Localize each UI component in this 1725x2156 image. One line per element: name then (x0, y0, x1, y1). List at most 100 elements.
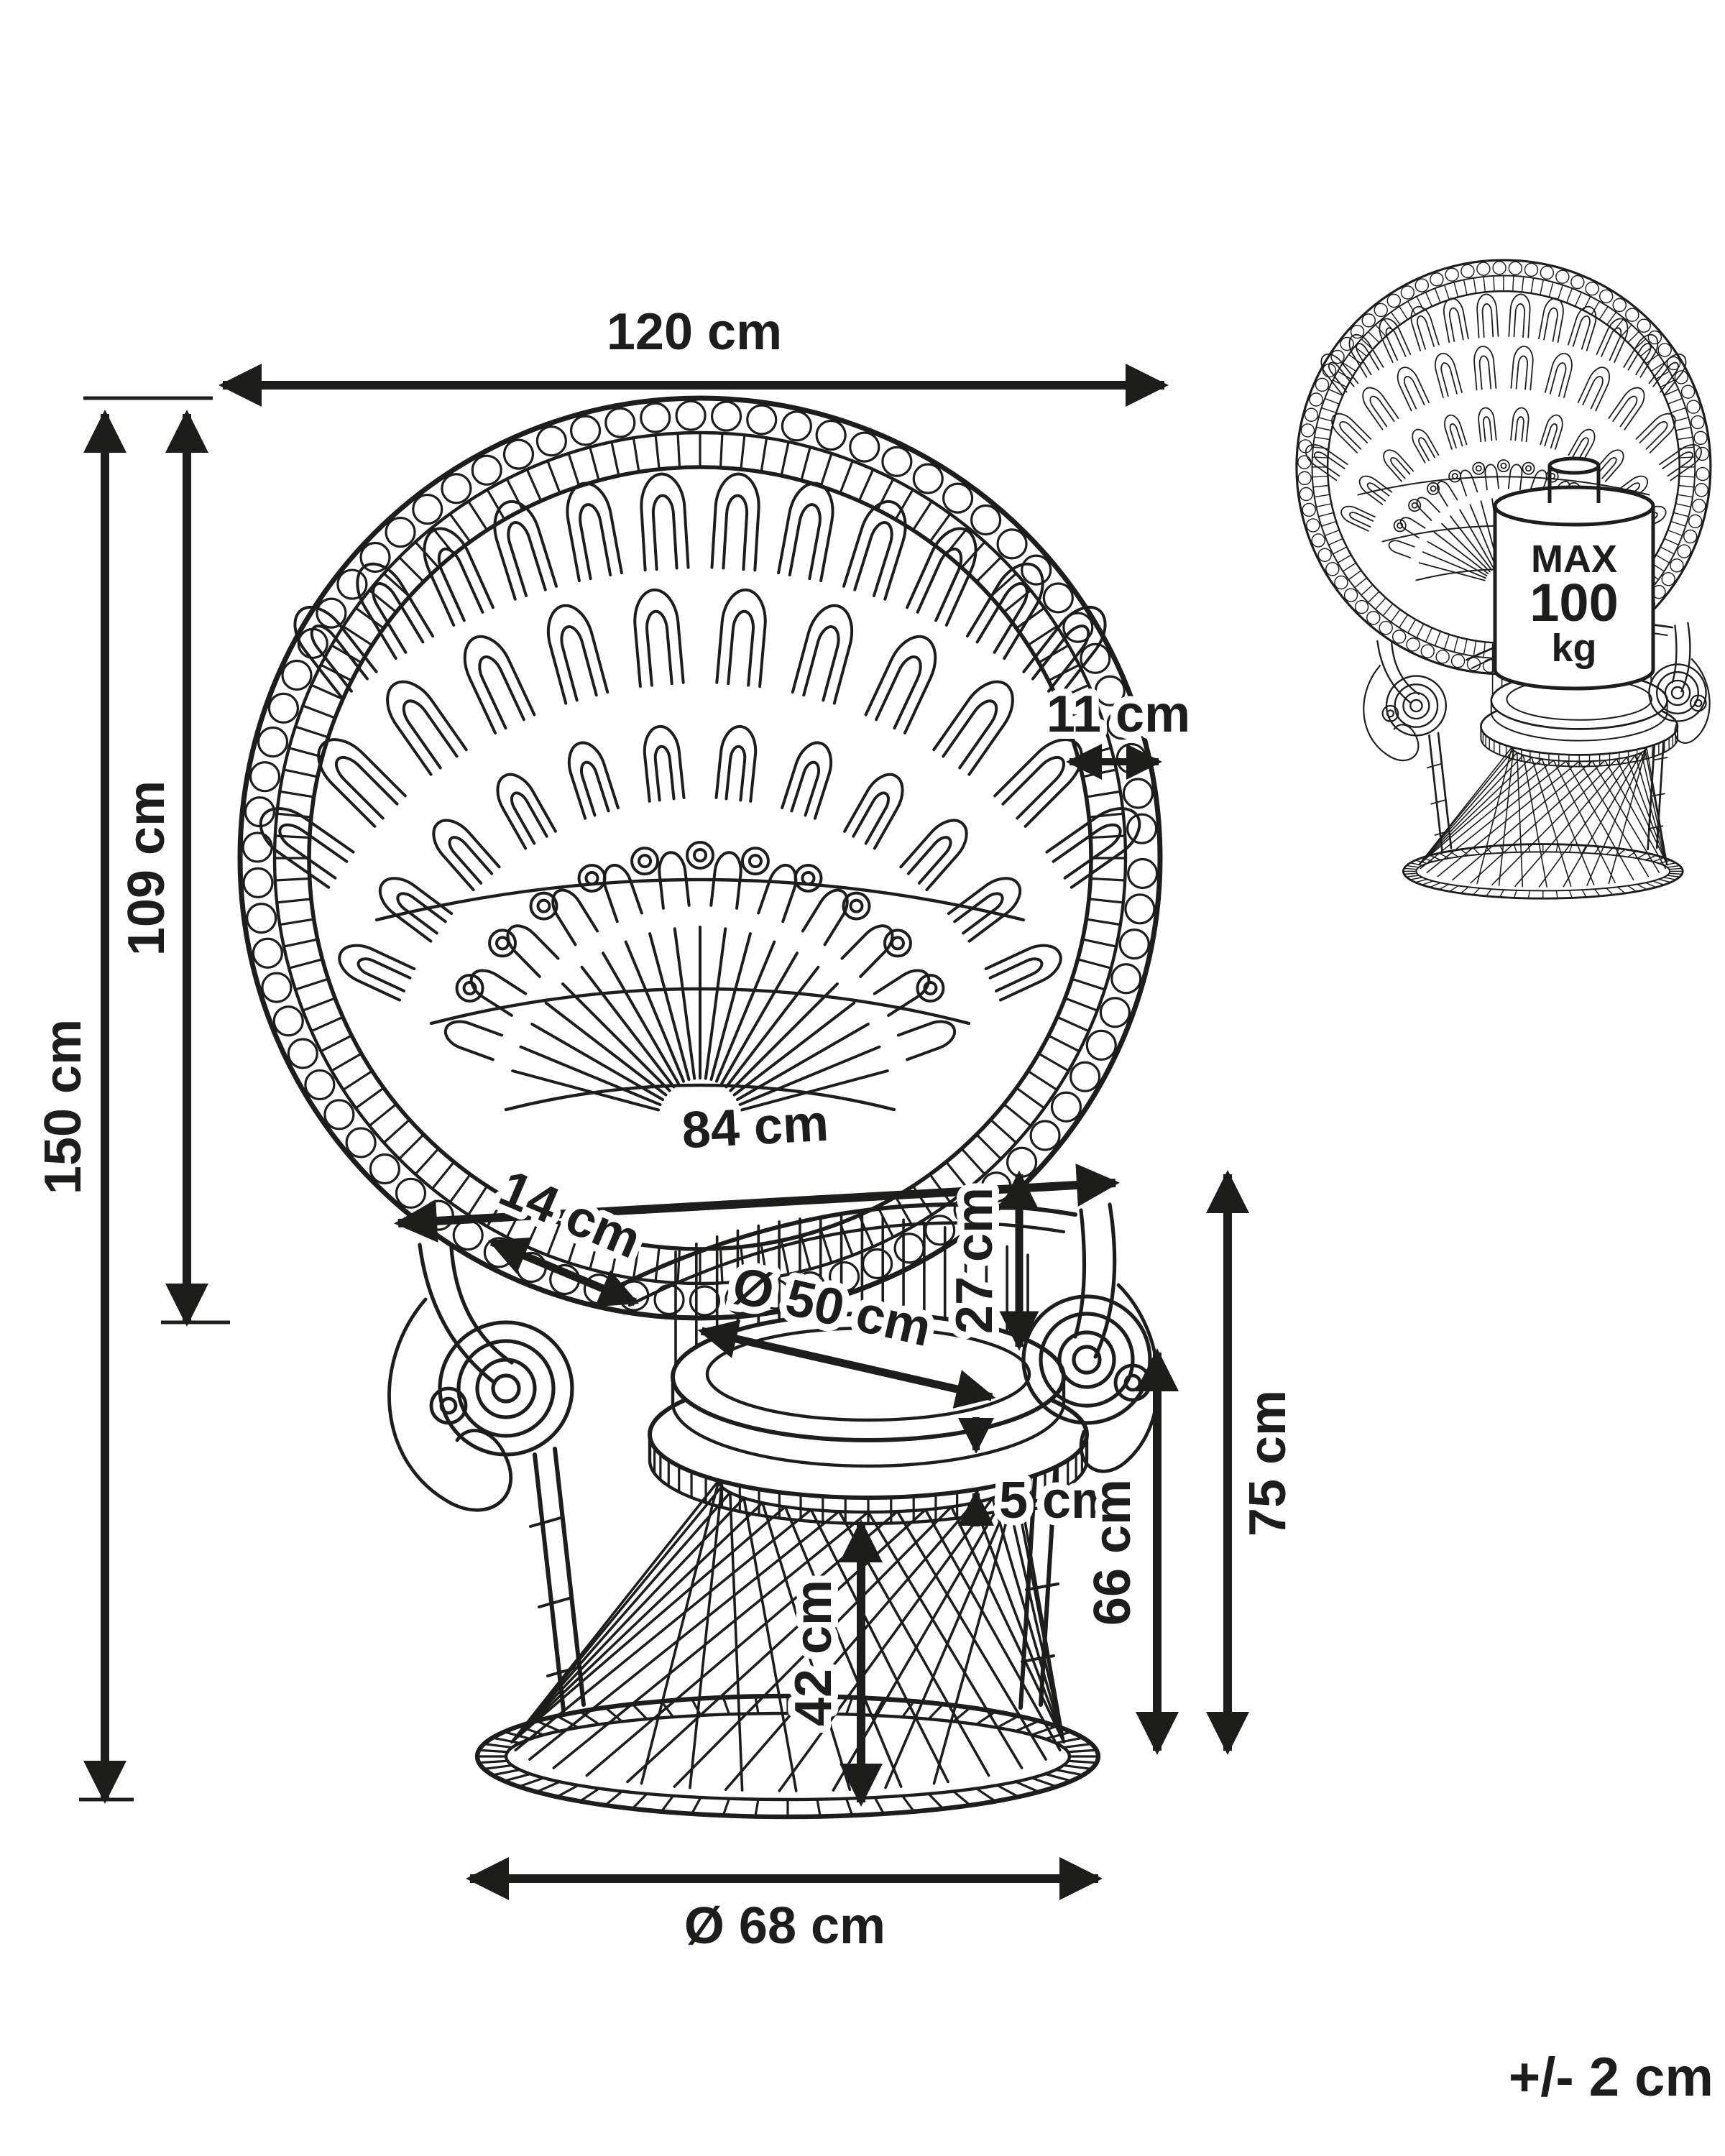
label-armrest-span: 84 cm (681, 1095, 830, 1160)
weave-strand (949, 1505, 1065, 1743)
rim-hatch-line (1070, 725, 1106, 739)
fan-spoke (580, 965, 676, 1089)
rim-hatch-line (975, 556, 1003, 583)
ring-hatch-line (845, 1797, 854, 1817)
rim-hatch-line (567, 452, 581, 488)
rim-hatch-line (301, 704, 336, 719)
ring-hatch-line (927, 1703, 944, 1720)
rim-chain-loop (452, 1220, 484, 1251)
rim-hatch-line (1070, 977, 1106, 991)
rim-chain-loop (281, 659, 313, 691)
ring-hatch-line (754, 1798, 760, 1818)
rim-hatch-line (282, 768, 319, 778)
feather-arch (500, 918, 560, 978)
rim-hatch-line (1076, 958, 1113, 969)
ring-hatch-line (518, 1725, 546, 1736)
left-wing-panel (387, 1297, 513, 1512)
spiral-dot (923, 981, 938, 995)
rim-hatch-line (294, 977, 330, 991)
rim-chain-loop (893, 1233, 925, 1264)
rim-hatch-line (431, 1161, 456, 1190)
label-base-diameter: Ø 68 cm (684, 1897, 886, 1955)
fan-band (504, 1083, 896, 1112)
rim-hatch-line (1056, 683, 1090, 701)
ring-hatch-line (722, 1696, 731, 1715)
rim-chain-loop (441, 473, 472, 505)
feather-arch (791, 599, 860, 705)
rim-hatch-line (740, 433, 746, 471)
rim-chain-loop (345, 1127, 377, 1158)
weave-strand (729, 1491, 744, 1792)
rim-hatch-line (414, 540, 440, 569)
ring-hatch-line (491, 1768, 521, 1777)
rim-chain-loop (471, 454, 502, 486)
rim-hatch-line (676, 432, 681, 469)
rim-chain-loop (1050, 1091, 1082, 1123)
rim-hatch-line (876, 1205, 895, 1239)
rim-hatch-line (780, 441, 790, 477)
rim-hatch-line (288, 747, 324, 758)
ring-hatch-line (477, 1759, 509, 1764)
weave-strand (510, 1479, 720, 1743)
fan-band (429, 987, 971, 1026)
pedestal-weave (510, 1479, 1065, 1792)
spiral-dot (883, 929, 912, 958)
rim-hatch-line (760, 1243, 768, 1280)
fan-spoke (740, 1069, 889, 1112)
rim-chain-loop (1029, 1120, 1061, 1151)
rim-hatch-line (989, 1118, 1018, 1144)
ring-hatch-line (579, 1787, 601, 1803)
max-load-line2: 100 (1530, 573, 1618, 632)
ring-hatch-line (995, 1715, 1020, 1729)
rim-hatch-line (589, 446, 600, 482)
vase-shoulder (1493, 485, 1655, 527)
rim-chain-loop (604, 407, 636, 438)
ring-hatch-line (690, 1697, 702, 1717)
rim-hatch-line (654, 1245, 661, 1283)
rim-chain-loop (287, 1038, 318, 1069)
rim-hatch-line (676, 1247, 681, 1284)
label-back-width: 120 cm (607, 303, 782, 361)
spiral-dot (638, 854, 653, 869)
ring-hatch-line (1044, 1772, 1073, 1782)
weave-strand (510, 1505, 787, 1743)
rim-hatch-line (397, 556, 425, 583)
rim-chain-loop (242, 831, 273, 863)
rim-chain-loop (1062, 612, 1094, 643)
rim-chain-loop (1118, 929, 1150, 960)
front-left-leg (529, 1447, 586, 1713)
rim-hatch-line (1047, 1034, 1081, 1053)
rim-chain-loop (1110, 963, 1142, 995)
rim-chain-loop (252, 937, 283, 969)
rim-hatch-line (310, 683, 344, 701)
rim-hatch-line (397, 1133, 425, 1161)
ring-hatch-line (1014, 1780, 1041, 1793)
feather-arch (715, 586, 770, 688)
ring-hatch-line (1030, 1777, 1058, 1788)
fan-spoke (561, 982, 671, 1092)
rim-chain-loop (569, 415, 602, 446)
rim-chain-loop (794, 1271, 826, 1303)
rim-hatch-line (1081, 938, 1118, 948)
rim-chain-loop (815, 419, 847, 451)
label-rim-depth: 11 cm (1046, 686, 1190, 743)
rim-hatch-line (368, 1102, 397, 1128)
weave-strand (640, 1479, 720, 1785)
max-load-badge: MAX 100 kg (1493, 456, 1655, 691)
rim-hatch-line (654, 433, 661, 471)
ring-hatch-line (535, 1780, 561, 1793)
ring-hatch-line (995, 1784, 1020, 1798)
rim-hatch-line (632, 436, 640, 474)
cushion-side (671, 1375, 1066, 1468)
rim-chain-loop (1124, 893, 1156, 925)
feather-arch (864, 627, 947, 734)
weave-strand (724, 1501, 975, 1792)
rim-hatch-line (610, 441, 620, 477)
fan-spoke (519, 1045, 662, 1107)
spiral-dot (890, 936, 905, 951)
ring-hatch-line (1054, 1768, 1085, 1777)
rim-hatch-line (382, 1118, 411, 1144)
inset-view: MAX 100 kg (1297, 260, 1711, 898)
rim-hatch-line (1037, 1052, 1070, 1072)
